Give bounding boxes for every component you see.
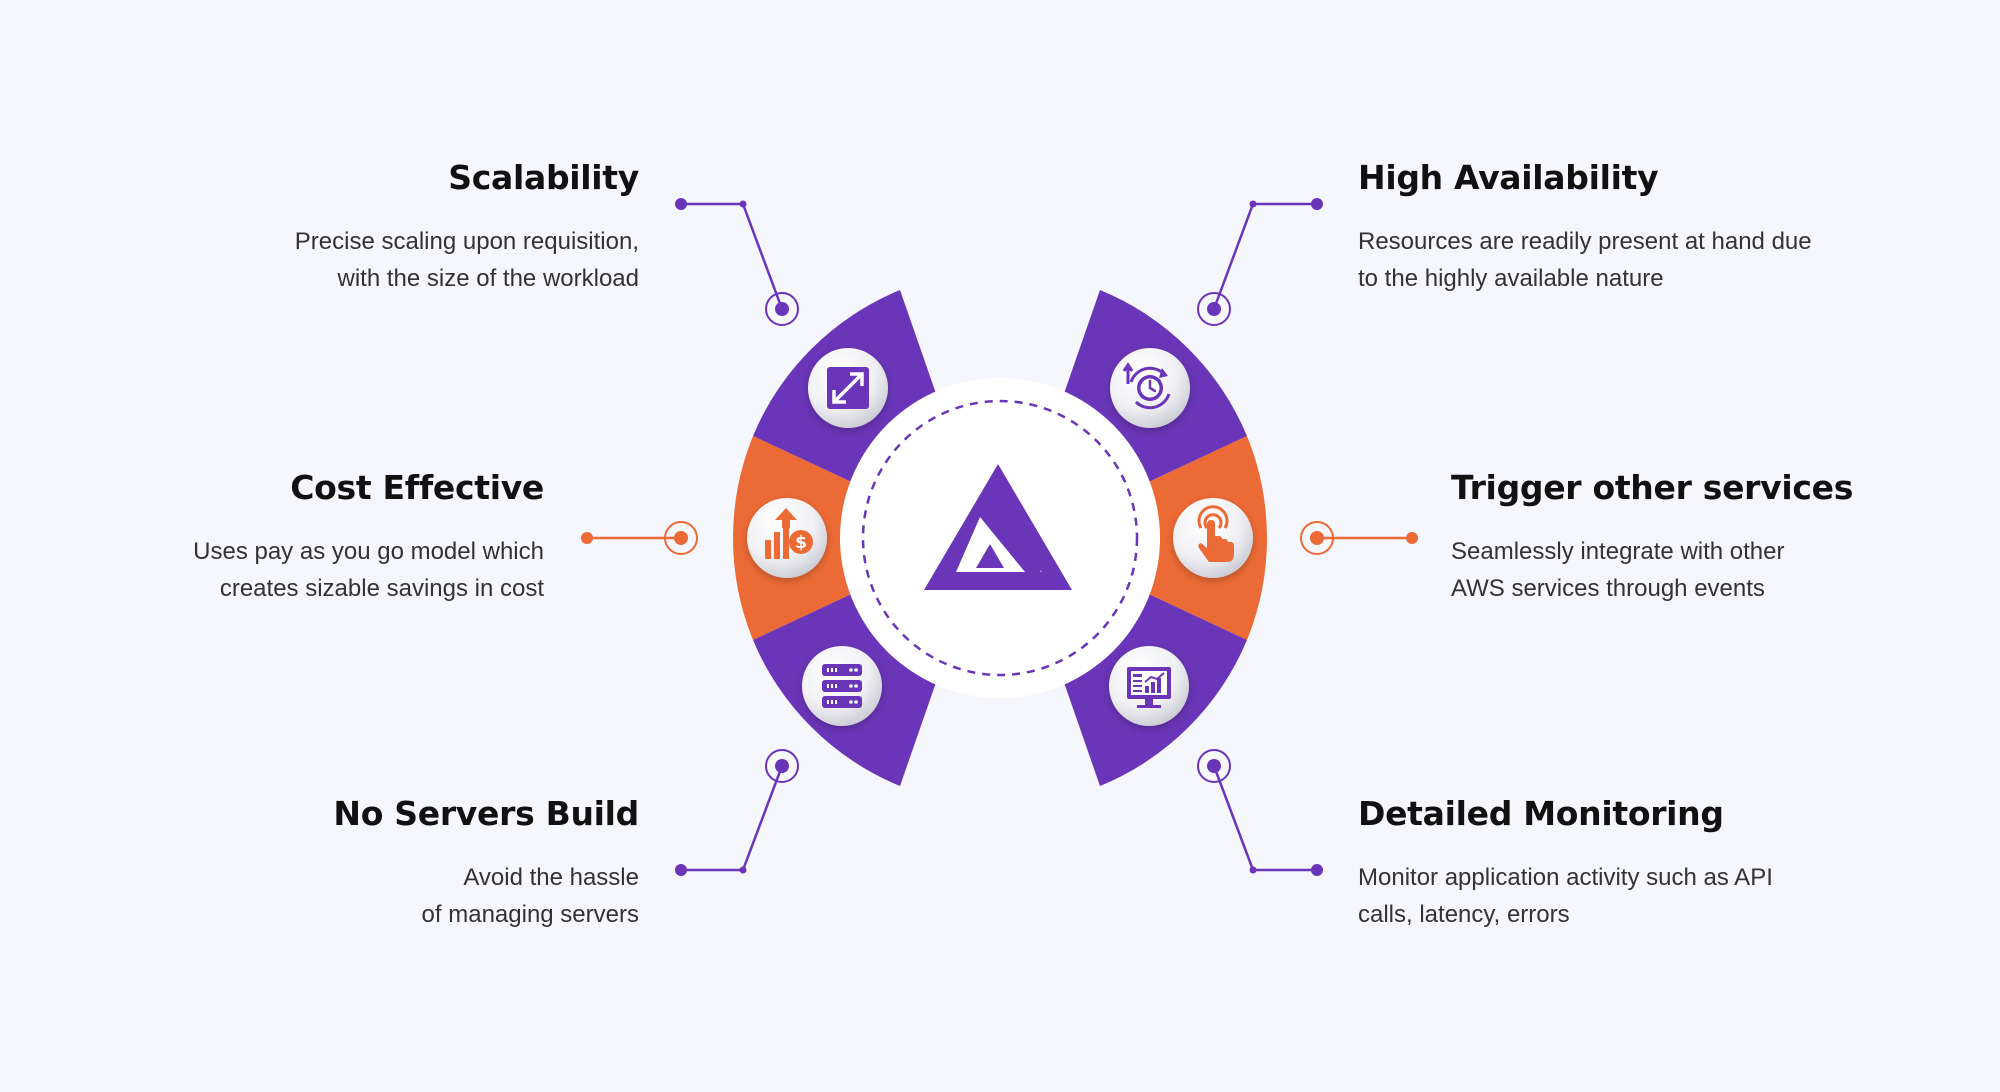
feature-description: Precise scaling upon requisition, with t… [294, 228, 639, 292]
icon-ball-trigger-other-services [1173, 498, 1253, 578]
connector-trigger-other-services [1300, 521, 1418, 555]
feature-description: Resources are readily present at hand du… [1358, 228, 1812, 292]
server-stack-icon [822, 664, 862, 708]
expand-arrows-icon [827, 367, 869, 409]
center-hub [840, 378, 1160, 698]
feature-trigger-other-services: Trigger other services Seamlessly integr… [1451, 468, 1971, 607]
center-dashed-ring [861, 399, 1139, 677]
feature-title: Trigger other services [1451, 468, 1854, 507]
cost-growth-icon: $ [765, 508, 813, 559]
triangle-logo-icon [924, 464, 1072, 590]
icon-ball-scalability [808, 348, 888, 428]
feature-description: Avoid the hassle of managing servers [421, 864, 639, 928]
feature-no-servers-build: No Servers Build Avoid the hassle of man… [119, 794, 639, 933]
feature-description: Seamlessly integrate with other AWS serv… [1451, 538, 1785, 602]
connector-cost-effective [581, 521, 698, 555]
connector-scalability [675, 198, 799, 326]
connector-high-availability [1197, 198, 1323, 326]
feature-description: Uses pay as you go model which creates s… [193, 538, 544, 602]
feature-cost-effective: Cost Effective Uses pay as you go model … [24, 468, 544, 607]
feature-high-availability: High Availability Resources are readily … [1358, 158, 1918, 297]
icon-ball-high-availability [1110, 348, 1190, 428]
connector-no-servers-build [675, 749, 799, 876]
feature-title: Scalability [448, 158, 639, 197]
feature-title: High Availability [1358, 158, 1659, 197]
feature-title: Cost Effective [290, 468, 544, 507]
feature-scalability: Scalability Precise scaling upon requisi… [119, 158, 640, 297]
svg-text:$: $ [795, 533, 807, 553]
icon-ball-cost-effective: $ [747, 498, 827, 578]
monitor-chart-icon [1127, 667, 1171, 708]
connector-detailed-monitoring [1197, 749, 1323, 876]
touch-tap-icon [1197, 505, 1234, 562]
icon-ball-no-servers-build [802, 646, 882, 726]
feature-description: Monitor application activity such as API… [1358, 864, 1773, 928]
feature-title: No Servers Build [333, 794, 639, 833]
clock-refresh-icon [1122, 362, 1171, 410]
feature-detailed-monitoring: Detailed Monitoring Monitor application … [1358, 794, 1918, 933]
feature-title: Detailed Monitoring [1358, 794, 1724, 833]
icon-ball-detailed-monitoring [1109, 646, 1189, 726]
